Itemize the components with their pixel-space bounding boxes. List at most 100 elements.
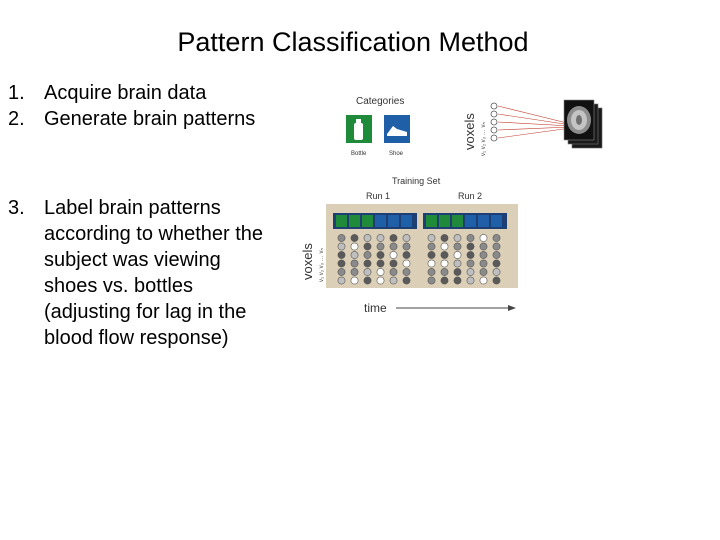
bottle-header-tile (336, 215, 347, 227)
voxel-activation-circle (363, 276, 372, 285)
voxel-activation-circle (389, 276, 398, 285)
voxel-ids-left: v₁ v₂ v₃ … vₙ (319, 248, 325, 282)
voxel-circle (490, 110, 498, 118)
slide-title: Pattern Classification Method (177, 27, 529, 57)
time-arrow-head (508, 305, 516, 311)
shoe-icon (387, 126, 407, 136)
voxel-activation-circle (350, 276, 359, 285)
bottle-header-tile (452, 215, 463, 227)
voxel-activation-circle (427, 268, 436, 276)
voxel-activation-circle (479, 276, 488, 285)
voxel-activation-circle (337, 259, 346, 268)
voxel-activation-circle (492, 259, 501, 268)
time-label: time (364, 301, 387, 315)
voxel-activation-circle (440, 276, 449, 285)
voxel-activation-circle (350, 251, 359, 259)
classification-figure: Categories Bottle Shoe voxels v₁ v₂ v₃ …… (296, 86, 612, 322)
voxel-activation-circle (453, 276, 462, 285)
voxel-activation-circle (337, 268, 346, 276)
voxel-activation-circle (466, 251, 475, 259)
voxel-activation-circle (492, 268, 501, 276)
shoe-header-tile (465, 215, 476, 227)
voxel-circle (490, 134, 498, 142)
bottle-icon (354, 119, 363, 140)
run-2-label: Run 2 (458, 191, 482, 201)
step-2: 2. Generate brain patterns (8, 106, 276, 132)
training-set-label: Training Set (392, 176, 441, 186)
voxel-activation-circle (376, 268, 385, 276)
voxel-activation-circle (466, 259, 475, 268)
voxel-activation-circle (389, 234, 398, 242)
shoe-header-tile (478, 215, 489, 227)
step-1: 1. Acquire brain data (8, 80, 276, 106)
bottle-label: Bottle (351, 151, 367, 157)
voxel-activation-circle (479, 259, 488, 268)
voxel-activation-circle (479, 251, 488, 259)
voxel-activation-circle (402, 268, 411, 276)
voxel-activation-circle (479, 268, 488, 276)
voxel-activation-circle (466, 242, 475, 251)
shoe-tile: Shoe (384, 115, 410, 157)
bottle-header-tile (362, 215, 373, 227)
voxel-activation-circle (389, 242, 398, 251)
voxel-activation-circle (389, 251, 398, 259)
bottle-header-tile (349, 215, 360, 227)
voxel-activation-circle (427, 234, 436, 242)
voxel-activation-circle (337, 242, 346, 251)
voxel-activation-circle (479, 242, 488, 251)
voxel-activation-circle (337, 251, 346, 259)
voxel-activation-circle (466, 276, 475, 285)
voxel-activation-circle (376, 234, 385, 242)
voxel-circle (490, 102, 498, 110)
shoe-header-tile (388, 215, 399, 227)
voxel-activation-circle (466, 268, 475, 276)
voxel-activation-circle (427, 276, 436, 285)
steps-list-acquire: 1. Acquire brain data 2. Generate brain … (8, 80, 276, 132)
voxel-activation-circle (389, 268, 398, 276)
voxel-activation-circle (440, 234, 449, 242)
voxel-activation-circle (402, 259, 411, 268)
voxel-activation-circle (363, 268, 372, 276)
voxel-ids-top: v₁ v₂ v₃ … vₙ (481, 122, 487, 156)
voxel-activation-circle (337, 276, 346, 285)
voxels-label-top: voxels (462, 113, 477, 150)
voxel-activation-circle (453, 251, 462, 259)
run-1-label: Run 1 (366, 191, 390, 201)
voxel-activation-circle (350, 259, 359, 268)
voxel-activation-circle (402, 242, 411, 251)
voxel-activation-circle (427, 242, 436, 251)
categories-label: Categories (356, 96, 404, 107)
voxel-activation-circle (453, 234, 462, 242)
voxel-activation-circle (363, 242, 372, 251)
voxel-activation-circle (492, 251, 501, 259)
voxel-activation-circle (492, 276, 501, 285)
voxel-activation-circle (376, 276, 385, 285)
shoe-header-tile (491, 215, 502, 227)
voxel-activation-circle (350, 268, 359, 276)
voxel-activation-circle (440, 259, 449, 268)
voxel-activation-circle (376, 242, 385, 251)
voxel-activation-circle (376, 259, 385, 268)
voxel-activation-circle (427, 251, 436, 259)
voxel-activation-circle (453, 268, 462, 276)
voxel-activation-circle (376, 251, 385, 259)
shoe-header-tile (401, 215, 412, 227)
voxel-circle (490, 126, 498, 134)
steps-list-label: 3. Label brain patterns according to whe… (8, 195, 276, 351)
step-2-text: Generate brain patterns (44, 108, 256, 130)
shoe-label: Shoe (389, 151, 404, 157)
bottle-tile: Bottle (346, 115, 372, 157)
step-1-number: 1. (8, 82, 25, 104)
brain-scan-icon (563, 99, 603, 149)
voxel-activation-circle (337, 234, 346, 242)
voxel-activation-circle (453, 242, 462, 251)
voxel-activation-circle (350, 234, 359, 242)
voxel-activation-circle (453, 259, 462, 268)
step-3-number: 3. (8, 197, 25, 219)
voxel-activation-circle (363, 259, 372, 268)
step-3-text: Label brain patterns according to whethe… (44, 197, 264, 349)
step-1-text: Acquire brain data (44, 82, 207, 104)
voxel-projection-lines (497, 105, 572, 139)
voxel-activation-circle (492, 242, 501, 251)
training-matrix (333, 213, 507, 285)
